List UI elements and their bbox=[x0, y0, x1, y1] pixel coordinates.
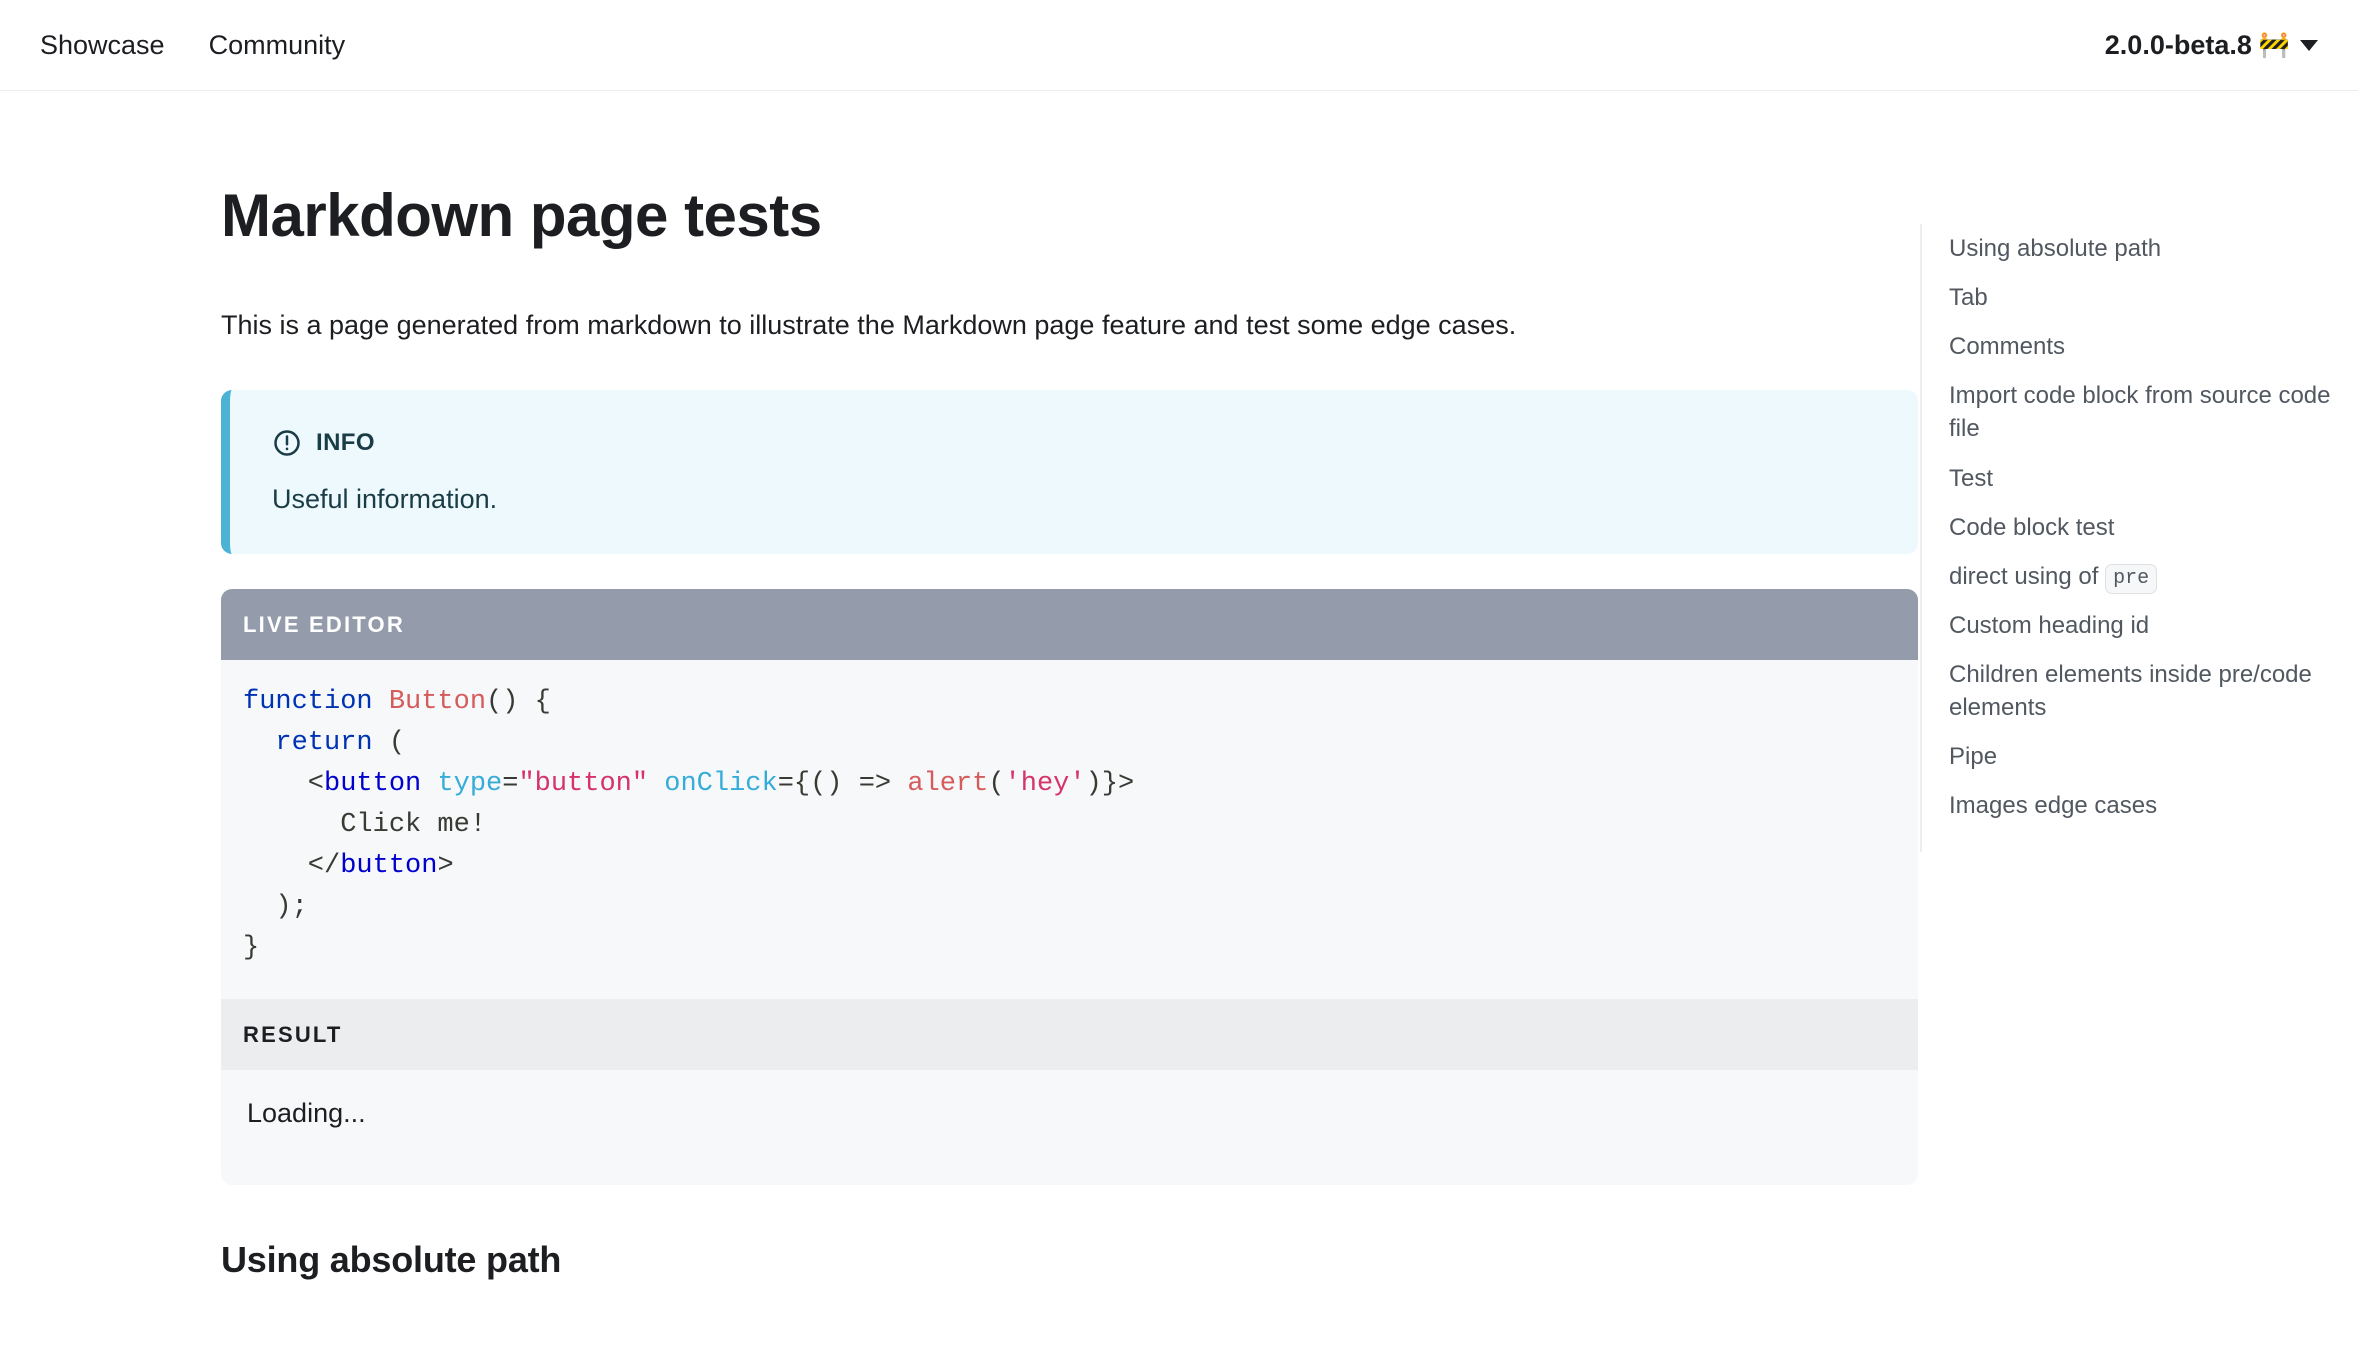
code-token bbox=[373, 687, 389, 717]
toc-item: Comments bbox=[1922, 322, 2358, 371]
toc-link-label: Custom heading id bbox=[1949, 611, 2150, 639]
code-token: </ bbox=[243, 850, 341, 881]
toc-link-label: Import code block from source code file bbox=[1949, 382, 2331, 443]
live-code-playground: LIVE EDITOR function Button() { return (… bbox=[221, 588, 1918, 1185]
code-token: ( bbox=[372, 727, 406, 758]
toc-item: Code block test bbox=[1922, 503, 2358, 552]
page-title: Markdown page tests bbox=[221, 182, 822, 249]
code-token: Button bbox=[388, 686, 487, 717]
info-circle-icon bbox=[272, 428, 302, 458]
code-token: alert bbox=[907, 768, 989, 799]
section-heading-using-absolute-path: Using absolute path bbox=[221, 1238, 562, 1280]
code-token: onClick bbox=[664, 768, 778, 799]
toc-link-label: Comments bbox=[1949, 333, 2066, 361]
toc-link-2[interactable]: Comments bbox=[1922, 322, 2358, 371]
toc-item: Custom heading id bbox=[1922, 601, 2358, 650]
code-token: )}> bbox=[1085, 768, 1135, 799]
toc-item: Using absolute path bbox=[1922, 224, 2358, 273]
content-wrapper: Markdown page tests This is a page gener… bbox=[0, 91, 2358, 1301]
toc-link-1[interactable]: Tab bbox=[1922, 273, 2358, 322]
toc-link-3[interactable]: Import code block from source code file bbox=[1922, 371, 2358, 453]
admonition-content: Useful information. bbox=[272, 483, 498, 514]
info-admonition: INFO Useful information. bbox=[221, 389, 1918, 554]
code-token bbox=[648, 769, 664, 799]
toc-link-7[interactable]: Custom heading id bbox=[1922, 601, 2358, 650]
intro-paragraph: This is a page generated from markdown t… bbox=[221, 310, 1517, 340]
top-navbar: Showcase Community 2.0.0-beta.8 🚧 bbox=[0, 0, 2358, 91]
code-token bbox=[243, 728, 275, 758]
toc-link-8[interactable]: Children elements inside pre/code elemen… bbox=[1922, 650, 2358, 732]
code-token: "button" bbox=[518, 768, 649, 799]
code-token: 'hey' bbox=[1004, 768, 1086, 799]
toc-item: Import code block from source code file bbox=[1922, 371, 2358, 453]
toc-item: Test bbox=[1922, 454, 2358, 503]
live-editor-header: LIVE EDITOR bbox=[221, 588, 1918, 660]
construction-sign-icon: 🚧 bbox=[2258, 30, 2290, 59]
toc-link-label: Test bbox=[1949, 464, 1994, 492]
result-header: RESULT bbox=[221, 998, 1918, 1070]
admonition-heading: INFO bbox=[272, 428, 1888, 458]
toc-link-5[interactable]: Code block test bbox=[1922, 503, 2358, 552]
toc-link-6[interactable]: direct using of pre bbox=[1922, 552, 2358, 601]
toc-link-4[interactable]: Test bbox=[1922, 454, 2358, 503]
code-token: = bbox=[502, 768, 519, 799]
doc-main-column: Markdown page tests This is a page gener… bbox=[0, 91, 1920, 1301]
code-token: function bbox=[243, 686, 373, 717]
toc-item: Children elements inside pre/code elemen… bbox=[1922, 650, 2358, 732]
toc-link-label: direct using of bbox=[1949, 562, 2106, 590]
navbar-links: Showcase Community bbox=[18, 29, 367, 60]
toc-item: Images edge cases bbox=[1922, 781, 2358, 830]
code-token: ={() => bbox=[777, 768, 908, 799]
code-token: < bbox=[243, 768, 325, 799]
toc-link-label: Tab bbox=[1949, 284, 1988, 312]
code-token: () { bbox=[486, 686, 551, 717]
code-token: return bbox=[275, 727, 373, 758]
code-token: ); bbox=[243, 891, 308, 922]
toc-link-10[interactable]: Images edge cases bbox=[1922, 781, 2358, 830]
toc-link-label: Code block test bbox=[1949, 513, 2115, 541]
doc-article: Markdown page tests This is a page gener… bbox=[221, 183, 1918, 1281]
toc-link-9[interactable]: Pipe bbox=[1922, 732, 2358, 781]
toc-inline-code: pre bbox=[2105, 563, 2158, 594]
toc-item: Tab bbox=[1922, 273, 2358, 322]
toc-link-label: Pipe bbox=[1949, 743, 1998, 771]
code-token: button bbox=[324, 768, 422, 799]
nav-link-showcase[interactable]: Showcase bbox=[40, 29, 165, 60]
toc-item: Pipe bbox=[1922, 732, 2358, 781]
code-token: } bbox=[243, 932, 260, 963]
chevron-down-icon bbox=[2300, 39, 2318, 51]
toc-link-0[interactable]: Using absolute path bbox=[1922, 224, 2358, 273]
toc-item: direct using of pre bbox=[1922, 552, 2358, 601]
navbar-right: 2.0.0-beta.8 🚧 bbox=[2099, 30, 2340, 61]
version-dropdown[interactable]: 2.0.0-beta.8 🚧 bbox=[2099, 30, 2324, 61]
code-token: > bbox=[437, 850, 454, 881]
code-token: Click me! bbox=[243, 809, 487, 840]
code-token: ( bbox=[988, 768, 1005, 799]
result-body: Loading... bbox=[221, 1069, 1918, 1185]
code-token bbox=[421, 769, 437, 799]
toc-link-label: Using absolute path bbox=[1949, 235, 2162, 262]
nav-link-community[interactable]: Community bbox=[208, 29, 346, 60]
code-token: type bbox=[437, 768, 503, 799]
admonition-title: INFO bbox=[316, 428, 375, 456]
toc-link-label: Children elements inside pre/code elemen… bbox=[1949, 660, 2312, 722]
code-token: button bbox=[340, 850, 438, 881]
toc-link-label: Images edge cases bbox=[1949, 792, 2158, 820]
live-editor-code[interactable]: function Button() { return ( <button typ… bbox=[221, 659, 1918, 999]
version-label: 2.0.0-beta.8 bbox=[2104, 29, 2252, 60]
